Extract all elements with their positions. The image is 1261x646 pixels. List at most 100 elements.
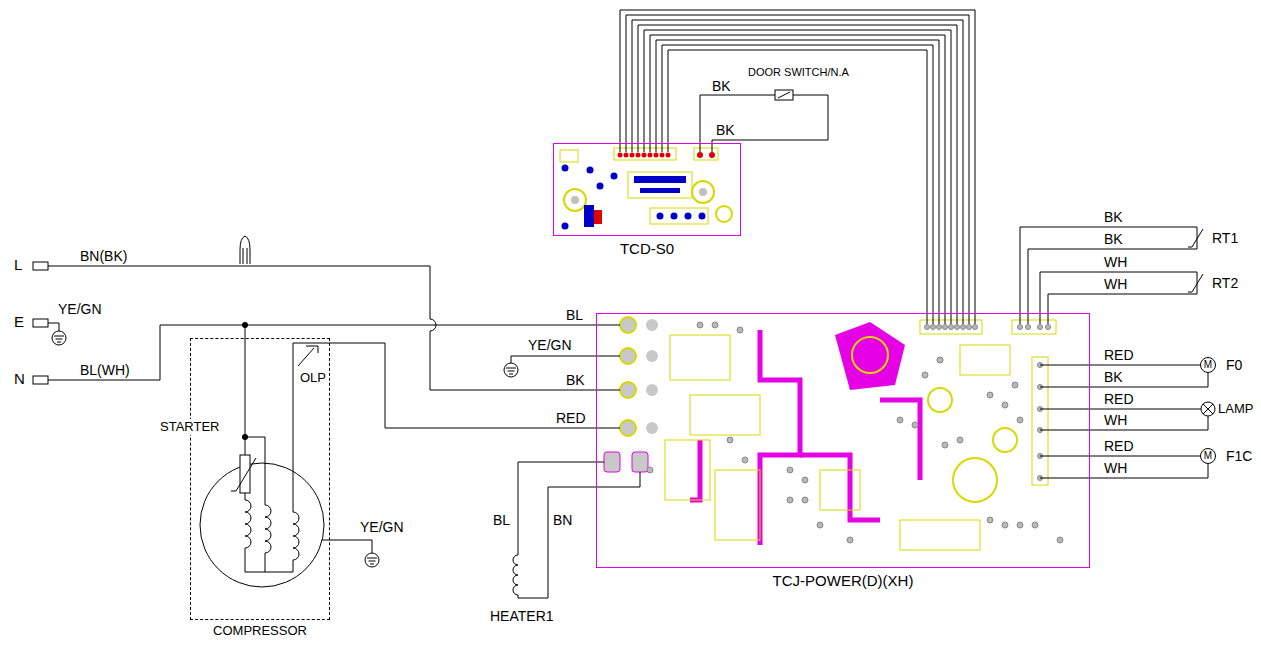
wire-color: YE/GN: [528, 337, 572, 353]
power-board-art: [787, 497, 793, 503]
control-board-outline: [553, 143, 741, 236]
control-board-art: [697, 152, 703, 158]
control-board-art: [648, 153, 653, 158]
power-board-art: [632, 452, 648, 472]
control-board-art: [699, 188, 707, 196]
control-board-art: [560, 150, 578, 162]
motor-circle: M: [1200, 448, 1216, 464]
terminal-name: E: [14, 314, 24, 330]
control-board-art: [654, 153, 659, 158]
door-switch-symbol: [775, 90, 793, 100]
part-name: F1C: [1226, 448, 1252, 464]
door-switch-symbol: [778, 92, 790, 98]
power-board-art: [1046, 325, 1051, 330]
power-board-art: [646, 350, 658, 362]
wire-color: BN: [553, 512, 572, 528]
power-board-art: [802, 477, 808, 483]
wire-color: BL(WH): [80, 362, 130, 378]
wire: [620, 10, 975, 313]
power-board-art: [852, 337, 888, 373]
wire-color: BN(BK): [80, 248, 127, 264]
ground-symbol: [504, 360, 518, 377]
junction-dot: [242, 322, 248, 328]
fan-motor: MF0: [1200, 357, 1242, 373]
wire-color: WH: [1104, 276, 1127, 292]
power-board-art: [973, 325, 978, 330]
part-name: RT2: [1212, 275, 1238, 291]
power-board-art: [802, 497, 808, 503]
power-board-art: [942, 442, 948, 448]
power-board-art: [1012, 320, 1056, 334]
power-board-art: [620, 348, 636, 364]
power-board-art: [596, 313, 1090, 568]
power-board-art: [712, 322, 718, 328]
starter-thermistor: [231, 455, 256, 493]
wire: [632, 20, 963, 313]
control-board-art: [584, 205, 594, 227]
wire: [33, 376, 48, 384]
power-board-art: [646, 384, 658, 396]
power-board-art: [1032, 357, 1048, 485]
junction-dot: [242, 434, 248, 440]
power-board-art: [953, 458, 997, 502]
motor-symbol: M: [1204, 360, 1212, 370]
control-board-art: [564, 189, 586, 211]
sensor-symbol: [1188, 227, 1203, 294]
part-name: DOOR SWITCH/N.A: [748, 64, 849, 80]
part-name: OLP: [300, 370, 326, 386]
part-name: TCJ-POWER(D)(XH): [773, 572, 914, 589]
part-name: TCD-S0: [620, 240, 674, 257]
wire-color: YE/GN: [360, 519, 404, 535]
power-board-art: [715, 470, 760, 540]
wire: [927, 313, 975, 324]
wire: [650, 35, 945, 313]
wire-color: BL: [493, 512, 510, 528]
power-board: TCJ-POWER(D)(XH): [596, 313, 1090, 589]
power-board-art: [1026, 325, 1031, 330]
control-board-art: [640, 188, 680, 193]
motor-symbol: M: [1204, 451, 1212, 461]
wire-color: WH: [1104, 460, 1127, 476]
power-board-art: [897, 417, 903, 423]
power-board-art: [1012, 382, 1018, 388]
wire-nut: [240, 236, 250, 264]
part-name: RT1: [1212, 230, 1238, 246]
overload-protector: [298, 346, 318, 366]
power-board-art: [925, 325, 978, 330]
compressor-symbol: [265, 505, 271, 553]
power-board-art: [957, 437, 963, 443]
wire: [245, 493, 246, 500]
control-board-art: [699, 213, 706, 220]
compressor-symbol: [245, 500, 251, 548]
power-board-art: [993, 428, 1017, 452]
control-board-art: [597, 183, 604, 190]
power-board-art: [847, 537, 853, 543]
terminal-name: L: [14, 257, 22, 273]
power-board-art: [1038, 325, 1043, 330]
wire: [638, 25, 957, 313]
wire: [518, 472, 640, 598]
control-board-art: [587, 167, 594, 174]
ground-symbol: [365, 550, 379, 567]
power-board-art: [925, 325, 930, 330]
sensor-symbol: [1188, 272, 1203, 294]
wire: [662, 45, 933, 313]
wire: [1090, 456, 1200, 457]
wire: [644, 30, 951, 313]
power-board-art: [900, 520, 980, 550]
power-board-art: [943, 325, 948, 330]
wire: [1090, 365, 1200, 366]
power-board-art: [596, 313, 1090, 568]
power-board-art: [922, 372, 928, 378]
power-board-art: [1017, 417, 1023, 423]
heater-coil: [513, 555, 518, 595]
wire: [668, 50, 927, 313]
control-board-art: [562, 223, 569, 230]
lamp-symbol: [1201, 402, 1215, 416]
wire: [33, 262, 48, 270]
power-board-art: [697, 322, 703, 328]
control-board-art: [685, 213, 692, 220]
ground-symbol: [52, 328, 66, 345]
power-board-art: [987, 517, 993, 523]
power-board-art: [1002, 402, 1008, 408]
